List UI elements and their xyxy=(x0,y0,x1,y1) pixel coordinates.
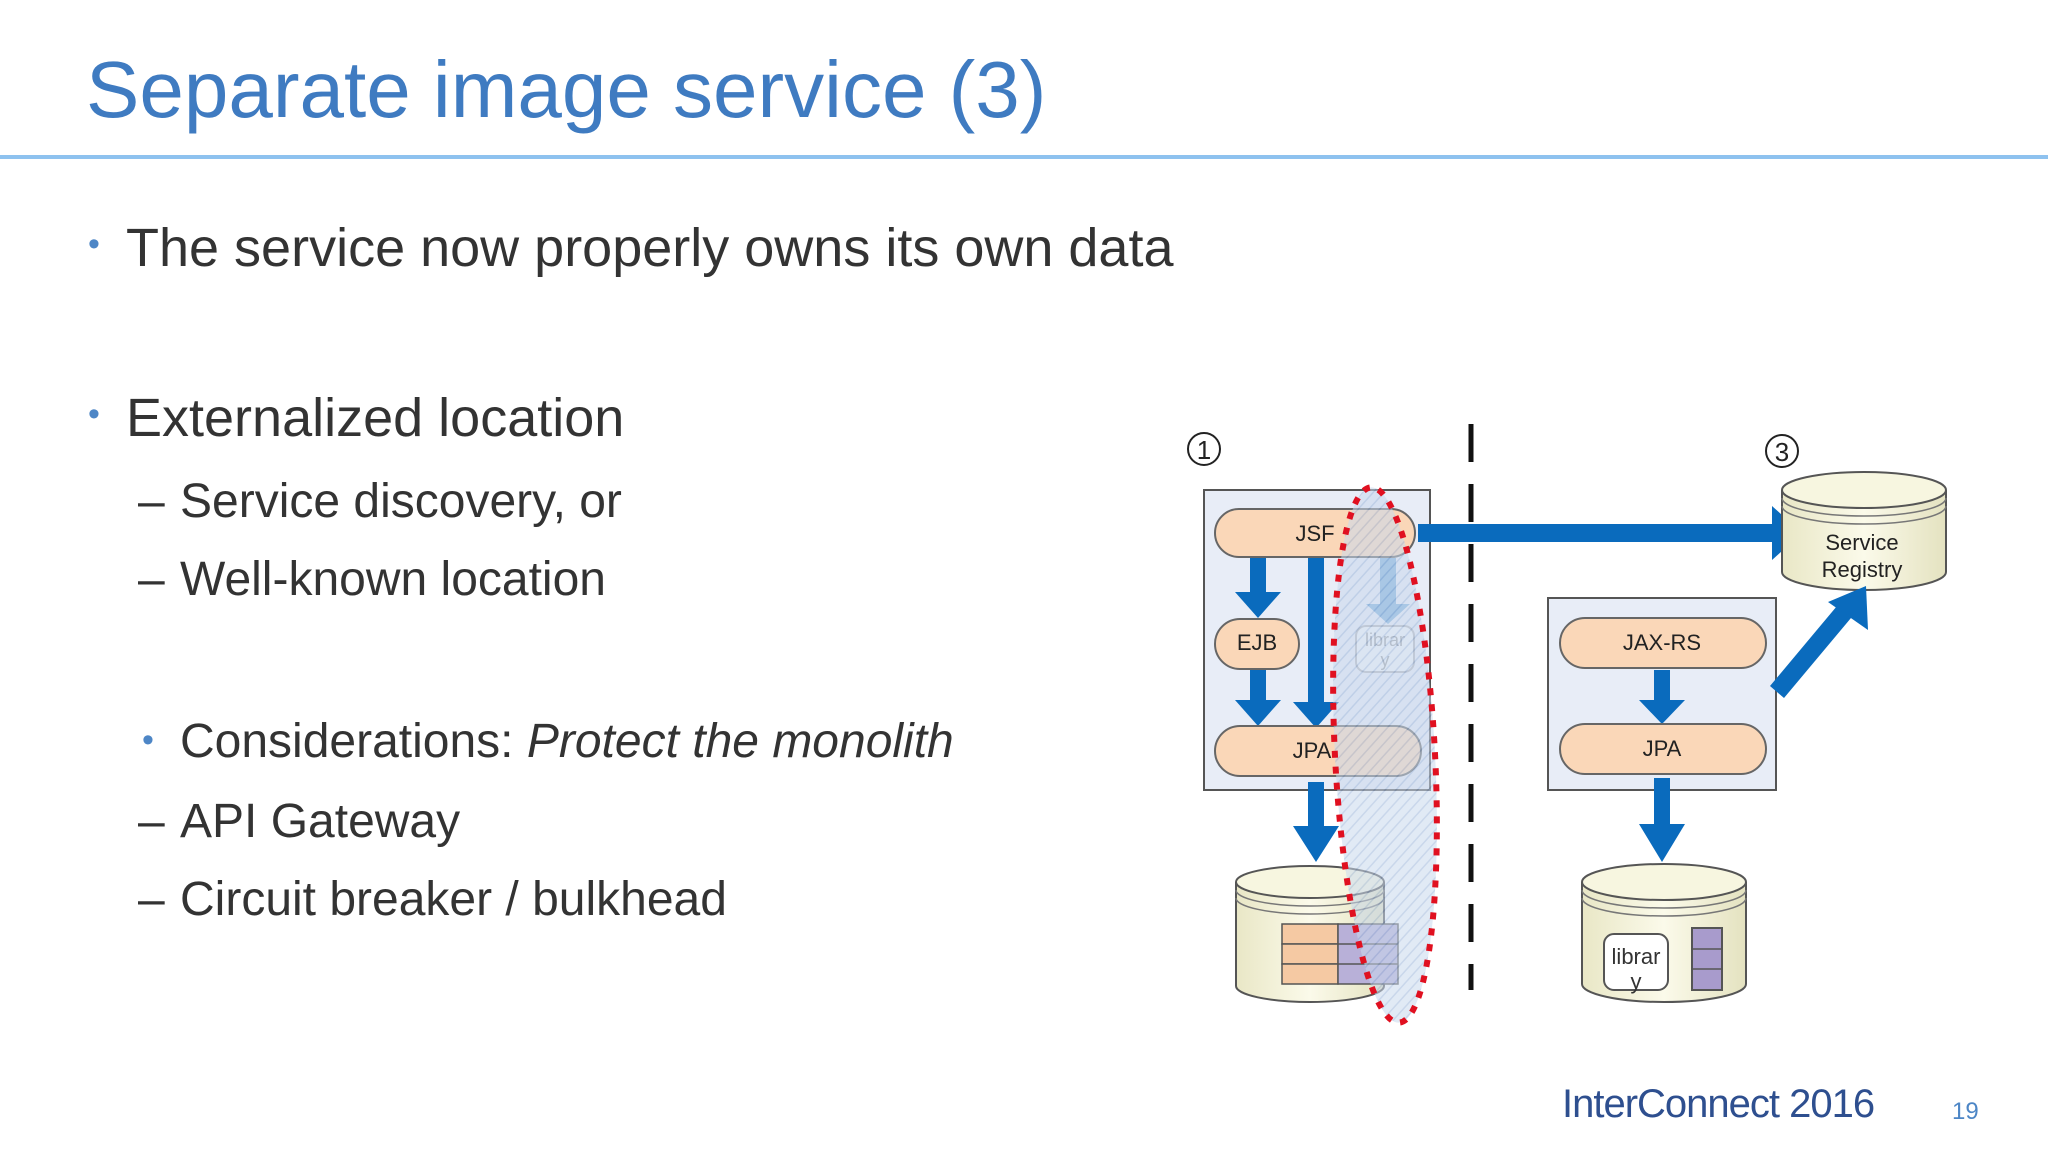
marker-3-label: 3 xyxy=(1775,437,1789,467)
bullet-dot-icon: • xyxy=(88,225,100,263)
jaxrs-box: JAX-RS xyxy=(1559,617,1767,669)
jaxrs-label: JAX-RS xyxy=(1623,630,1701,655)
ejb-box: EJB xyxy=(1214,618,1300,670)
db-library-label-2: y xyxy=(1631,969,1642,994)
considerations-prefix: Considerations: xyxy=(180,715,527,768)
bullet-text: Considerations: Protect the monolith xyxy=(180,712,954,772)
db-library-label-1: librar xyxy=(1612,944,1661,969)
arrow-down-icon xyxy=(1293,702,1339,728)
arrow-to-registry xyxy=(1418,506,1802,560)
image-service-database-icon: librar y xyxy=(1581,863,1747,1003)
jpa-left-label: JPA xyxy=(1293,738,1332,763)
service-registry-database-icon: Service Registry xyxy=(1781,471,1947,591)
arrow-down-icon xyxy=(1639,700,1685,724)
marker-1-label: 1 xyxy=(1197,435,1211,465)
right-arrows xyxy=(1639,670,1685,862)
registry-label-2: Registry xyxy=(1822,557,1903,582)
dash-icon: – xyxy=(138,873,165,926)
marker-3-icon: 3 xyxy=(1765,434,1799,468)
subbullet-text: Circuit breaker / bulkhead xyxy=(180,873,727,926)
arrow-down-icon xyxy=(1293,826,1339,862)
arrow-down-icon xyxy=(1235,592,1281,618)
subbullet-text: Service discovery, or xyxy=(180,475,622,528)
left-arrows xyxy=(1235,558,1339,862)
dash-icon: – xyxy=(138,553,165,606)
arrow-up-right-icon xyxy=(1828,586,1868,630)
arrow-diagonal-to-registry xyxy=(1770,586,1868,698)
bullet-dot-icon: • xyxy=(142,721,154,759)
title-divider xyxy=(0,155,2048,159)
footer-brand: InterConnect 2016 xyxy=(1562,1082,1875,1126)
jsf-label: JSF xyxy=(1295,521,1334,546)
library-table-icon: librar y xyxy=(1603,933,1669,994)
ejb-label: EJB xyxy=(1237,630,1277,655)
marker-1-icon: 1 xyxy=(1187,432,1221,466)
slide-title: Separate image service (3) xyxy=(86,45,1047,134)
dash-icon: – xyxy=(138,475,165,528)
bullet-text: The service now properly owns its own da… xyxy=(126,218,1174,278)
bullet-dot-icon: • xyxy=(88,395,100,433)
extraction-highlight-oval xyxy=(1330,484,1440,1026)
subbullet-text: API Gateway xyxy=(180,795,461,848)
arrow-down-icon xyxy=(1235,700,1281,726)
jpa-right-label: JPA xyxy=(1643,736,1682,761)
bullet-text: Externalized location xyxy=(126,388,625,448)
page-number: 19 xyxy=(1952,1098,1979,1125)
registry-label-1: Service xyxy=(1825,530,1898,555)
considerations-emphasis: Protect the monolith xyxy=(526,715,954,768)
jpa-box-right: JPA xyxy=(1559,723,1767,775)
purple-data-block xyxy=(1691,927,1723,991)
dash-icon: – xyxy=(138,795,165,848)
arrow-down-icon xyxy=(1639,824,1685,862)
subbullet-text: Well-known location xyxy=(180,553,606,606)
